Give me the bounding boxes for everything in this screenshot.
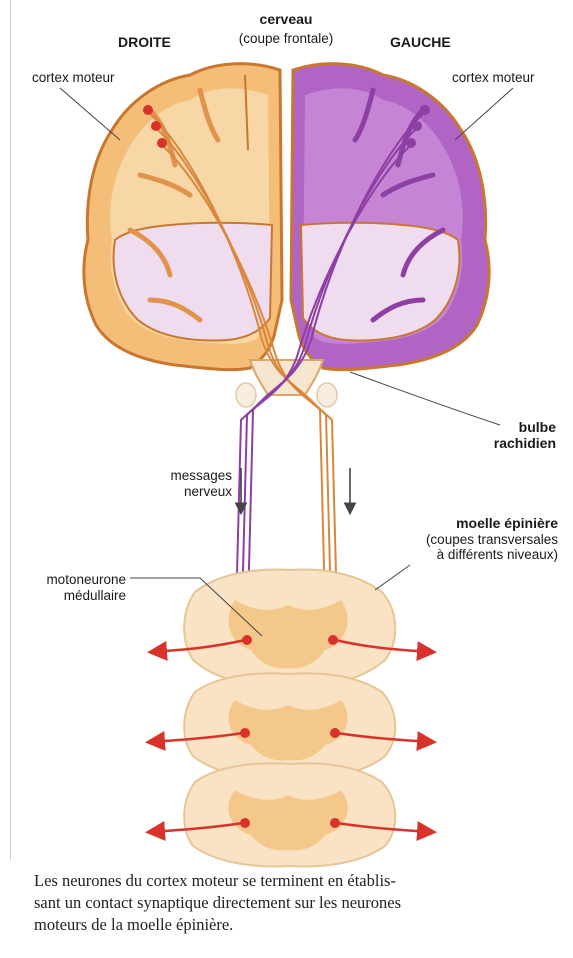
label-nerveux: nerveux: [132, 484, 232, 499]
spinal-section-1: [184, 570, 395, 687]
label-gauche: GAUCHE: [390, 35, 451, 50]
label-differents-niveaux: à différents niveaux): [390, 547, 558, 562]
label-coupe-frontale: (coupe frontale): [226, 31, 346, 46]
bulbe-left-lobe: [236, 383, 256, 407]
caption-line-3: moteurs de la moelle épinière.: [34, 914, 564, 936]
label-rachidien: rachidien: [460, 436, 556, 451]
motoneuron-body: [330, 818, 340, 828]
label-cortex-moteur-right: cortex moteur: [452, 70, 535, 85]
brain-right-hemisphere: [84, 64, 282, 370]
label-cerveau: cerveau: [241, 12, 331, 27]
label-moelle-epiniere: moelle épinière: [400, 516, 558, 531]
motoneuron-body: [330, 728, 340, 738]
caption-line-2: sant un contact synaptique directement s…: [34, 892, 564, 914]
spinal-cord-sections: [184, 570, 395, 867]
label-bulbe: bulbe: [460, 420, 556, 435]
motoneuron-body: [240, 818, 250, 828]
label-medullaire: médullaire: [20, 588, 126, 603]
motoneuron-body: [328, 635, 338, 645]
label-droite: DROITE: [118, 35, 171, 50]
spinal-section-3: [184, 763, 395, 866]
caption-line-1: Les neurones du cortex moteur se termine…: [34, 870, 564, 892]
motoneuron-body: [242, 635, 252, 645]
label-cortex-moteur-left: cortex moteur: [32, 70, 115, 85]
label-coupes-transversales: (coupes transversales: [390, 532, 558, 547]
motoneuron-body: [240, 728, 250, 738]
bulbe-right-lobe: [317, 383, 337, 407]
spinal-section-2: [184, 673, 395, 778]
brain-left-hemisphere: [291, 64, 489, 370]
label-motoneurone: motoneurone: [20, 572, 126, 587]
label-messages: messages: [132, 468, 232, 483]
figure-caption: Les neurones du cortex moteur se termine…: [34, 870, 564, 936]
